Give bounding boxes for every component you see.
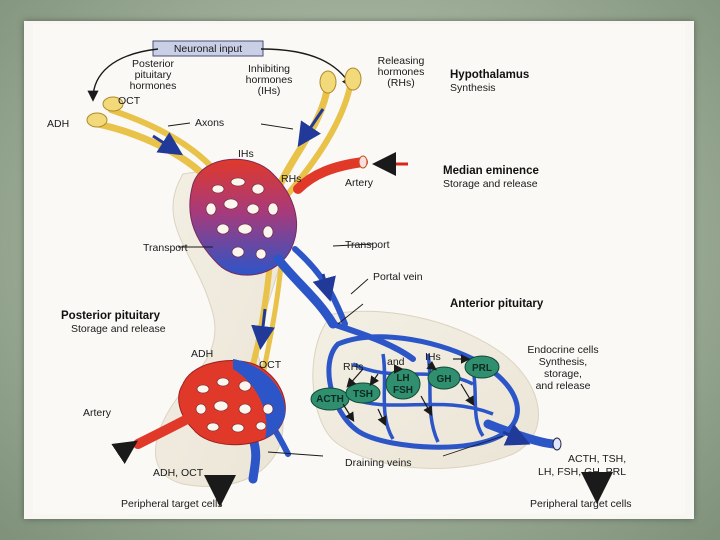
artery-bottom-label: Artery: [83, 407, 112, 419]
hormone-release-arrows: [342, 354, 475, 427]
endocrine-cell-prl: PRL: [464, 355, 500, 379]
inhibiting-hormones-line3: (IHs): [258, 85, 281, 97]
oct-mid-label: OCT: [259, 359, 282, 371]
axon-direction-arrow-1: [297, 108, 325, 147]
neuron-body-ihs: [319, 70, 337, 94]
oct-top-label: OCT: [118, 95, 141, 107]
artery-bottom-flow-arrow: [111, 440, 138, 464]
peripheral-left-label: Peripheral target cells: [121, 498, 223, 510]
cell-label-prl: PRL: [472, 363, 492, 374]
leader-lines: [167, 122, 504, 457]
cell-label-tsh: TSH: [353, 389, 373, 400]
draining-flow-arrow: [502, 423, 531, 446]
endocrine-cell-lh-fsh: LH FSH: [385, 368, 421, 400]
artery-top-opening: [358, 155, 368, 169]
artery-bottom: [133, 411, 198, 449]
adh-mid-label: ADH: [191, 348, 213, 360]
posterior-transport-arrow: [251, 308, 275, 350]
anterior-lobe-outline: [312, 310, 539, 469]
neuron-body-oct: [102, 96, 124, 112]
endocrine-line4: and release: [536, 380, 591, 392]
adh-top-label: ADH: [47, 118, 69, 130]
releasing-hormones-line1: Releasing: [378, 55, 425, 67]
endocrine-line3: storage,: [544, 368, 582, 380]
releasing-hormones-line3: (RHs): [387, 77, 414, 89]
draining-veins-label: Draining veins: [345, 457, 412, 469]
posterior-pituitary-title: Posterior pituitary: [61, 310, 161, 322]
rhs-top-label: RHs: [281, 173, 301, 185]
plexus-holes-top: [205, 177, 279, 260]
rhs-mid-label: RHs: [343, 361, 363, 373]
slide-frame: Neuronal input: [24, 21, 694, 519]
ihs-top-label: IHs: [238, 148, 254, 160]
hypothalamus-title: Hypothalamus: [450, 69, 529, 81]
posterior-pituitary-hormones-line1: Posterior: [132, 58, 175, 70]
transport-left-label: Transport: [143, 242, 188, 254]
hypothalamic-pituitary-diagram: Neuronal input: [47, 40, 632, 510]
artery-top: [293, 157, 368, 194]
cell-label-lh: LH: [396, 373, 409, 384]
cell-label-fsh: FSH: [393, 385, 413, 396]
anterior-outputs-line2: LH, FSH, GH, PRL: [538, 466, 626, 478]
posterior-plexus-blue-part: [233, 359, 286, 438]
and-mid-label: and: [387, 356, 405, 368]
endocrine-cell-tsh: TSH: [345, 382, 381, 404]
posterior-pituitary-hormones-line3: hormones: [130, 80, 177, 92]
neuronal-input-arrow-left: [87, 48, 159, 102]
neuronal-input-label: Neuronal input: [174, 43, 242, 55]
cell-label-acth: ACTH: [316, 394, 344, 405]
axons-label: Axons: [195, 117, 224, 129]
neuron-body-adh: [86, 112, 108, 128]
median-eminence-title: Median eminence: [443, 165, 539, 177]
portal-flow-arrow: [312, 273, 336, 302]
anterior-pituitary-title: Anterior pituitary: [450, 298, 544, 310]
anterior-outputs-line1: ACTH, TSH,: [568, 453, 626, 465]
median-eminence-subtitle: Storage and release: [443, 178, 538, 190]
endocrine-line1: Endocrine cells: [527, 344, 598, 356]
peripheral-right-label: Peripheral target cells: [530, 498, 632, 510]
draining-vein-posterior: [248, 434, 261, 484]
neuron-body-rhs: [344, 67, 362, 91]
inhibiting-hormones-line2: hormones: [246, 74, 293, 86]
endocrine-line2: Synthesis,: [539, 356, 587, 368]
posterior-pituitary-hormones-line2: pituitary: [135, 69, 173, 81]
inhibiting-hormones-line1: Inhibiting: [248, 63, 290, 75]
transport-right-label: Transport: [345, 239, 390, 251]
releasing-hormones-line2: hormones: [378, 66, 425, 78]
draining-vein-anterior-opening: [552, 437, 562, 451]
portal-vein-label: Portal vein: [373, 271, 423, 283]
artery-top-label: Artery: [345, 177, 374, 189]
endocrine-cell-gh: GH: [427, 366, 461, 390]
endocrine-cell-acth: ACTH: [310, 387, 350, 411]
adh-oct-label: ADH, OCT: [153, 467, 204, 479]
ihs-mid-label: IHs: [425, 351, 441, 363]
hypothalamus-subtitle: Synthesis: [450, 82, 496, 94]
axon-direction-arrow-2: [152, 132, 184, 156]
diagram-panel: Neuronal input: [33, 24, 685, 514]
plexus-holes-bottom: [195, 377, 274, 433]
posterior-pituitary-subtitle: Storage and release: [71, 323, 166, 335]
cell-label-gh: GH: [437, 374, 452, 385]
